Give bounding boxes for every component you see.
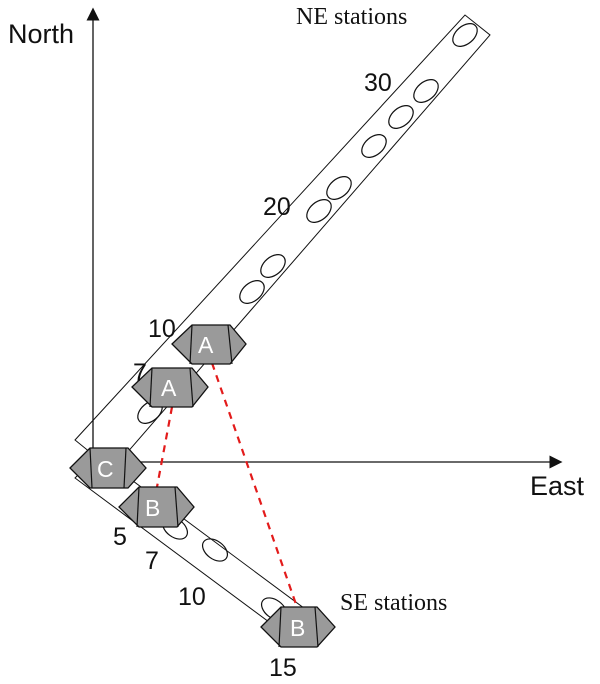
east-axis-label: East	[530, 471, 585, 501]
station-b-far: B	[260, 606, 336, 648]
north-axis-label: North	[8, 19, 74, 49]
ne-number-20: 20	[263, 193, 291, 221]
dashed-connections	[155, 362, 300, 611]
station-c-origin-label: C	[97, 456, 114, 482]
se-number-10: 10	[178, 583, 206, 611]
ne-stations-label: NE stations	[296, 4, 407, 30]
ne-station-ellipses	[137, 23, 478, 424]
ne-station-ellipse	[260, 254, 286, 278]
station-a-upper-label: A	[198, 332, 214, 358]
station-b-near: B	[118, 486, 195, 528]
ne-station-ellipse	[452, 23, 478, 47]
ne-number-30: 30	[364, 69, 392, 97]
dashed-line-a-lower-to-b-near	[155, 406, 174, 488]
ne-number-7: 7	[133, 359, 147, 387]
station-c-origin: C	[69, 447, 147, 489]
station-a-lower-label: A	[161, 375, 177, 401]
station-b-far-label: B	[290, 615, 305, 641]
se-station-ellipse	[201, 538, 229, 562]
station-a-upper: A	[171, 324, 247, 365]
ne-station-ellipse	[361, 134, 387, 158]
ne-array-strip	[74, 14, 491, 471]
se-number-5: 5	[113, 523, 127, 551]
ne-station-ellipse	[413, 79, 439, 103]
station-b-near-label: B	[145, 495, 160, 521]
dashed-line-a-upper-to-b-far	[210, 362, 300, 611]
ne-station-ellipse	[306, 199, 332, 223]
ne-station-ellipse	[326, 176, 352, 200]
se-number-15: 15	[269, 654, 297, 682]
se-stations-label: SE stations	[340, 590, 447, 616]
ne-station-ellipse	[239, 280, 265, 304]
ne-number-10: 10	[148, 315, 176, 343]
se-number-7: 7	[145, 547, 159, 575]
station-a-lower: A	[131, 367, 209, 408]
ne-station-ellipse	[388, 105, 414, 129]
